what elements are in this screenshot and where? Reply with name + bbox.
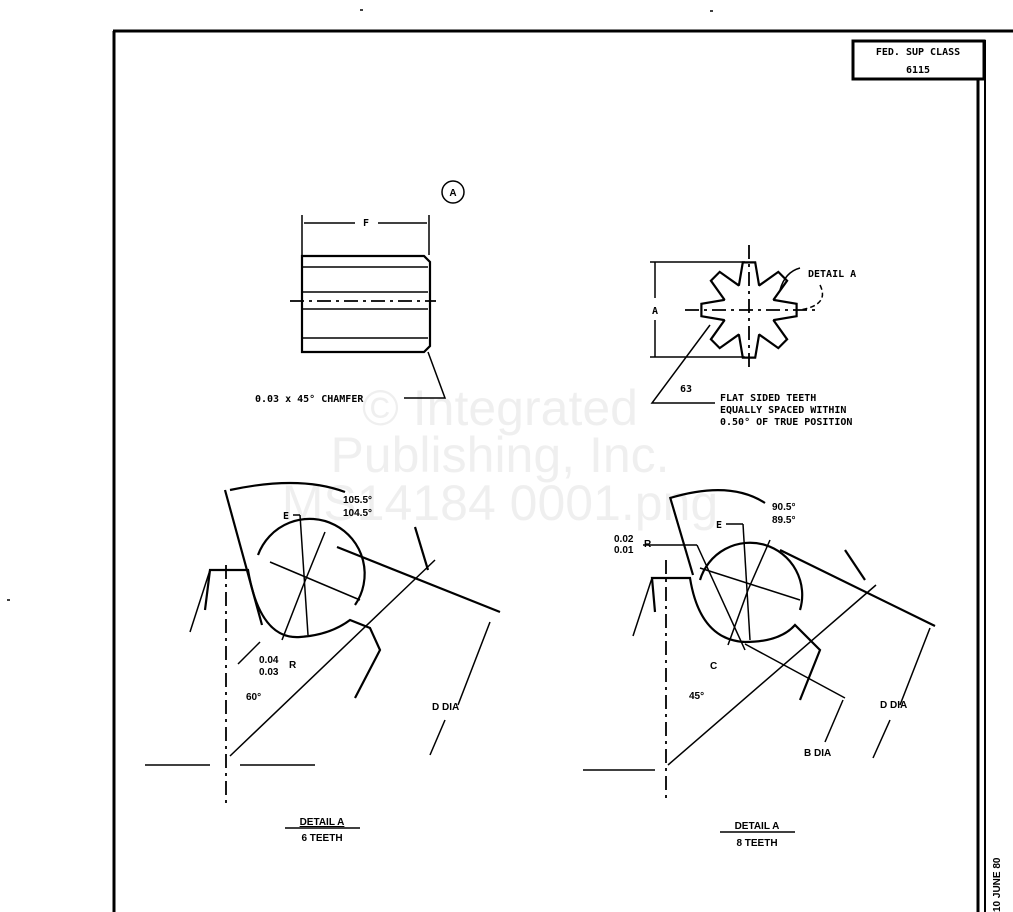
title-block: FED. SUP CLASS 6115 [851, 39, 986, 81]
angle-min-left: 104.5° [343, 508, 372, 519]
note-line-3: 0.50° OF TRUE POSITION [720, 417, 852, 428]
radius-suffix-left: R [289, 660, 297, 671]
title-block-class-number: 6115 [906, 65, 930, 76]
label-e-left: E [283, 511, 289, 522]
angle-left: 60° [246, 692, 261, 703]
angle-min-right: 89.5° [772, 515, 795, 526]
gear-outline [700, 261, 798, 359]
angle-max-right: 90.5° [772, 502, 795, 513]
side-date: 10 JUNE 80 [992, 857, 1003, 912]
detail-a-6-teeth: E 105.5° 104.5° 0.04 0.03 R 60° D DIA DE… [145, 481, 501, 844]
view-marker: A [449, 188, 456, 199]
radius-max-right: 0.02 [614, 534, 634, 545]
label-c: C [710, 661, 717, 672]
svg-text:© Integrated: © Integrated [362, 380, 638, 436]
dia-d-left: D DIA [432, 702, 459, 713]
angle-right: 45° [689, 691, 704, 702]
dim-a: A [652, 306, 658, 317]
caption-sub-right: 8 TEETH [736, 838, 777, 849]
title-block-class-label: FED. SUP CLASS [876, 47, 960, 58]
side-view-a: A F 0.03 x 45° CHAMFER [255, 180, 465, 405]
radius-suffix-right: R [644, 539, 652, 550]
svg-text:MS14184 0001.png: MS14184 0001.png [282, 475, 718, 531]
dia-d-right: D DIA [880, 700, 907, 711]
note-line-2: EQUALLY SPACED WITHIN [720, 405, 846, 416]
detail-a-reference: DETAIL A [808, 269, 856, 280]
detail-a-8-teeth: E 90.5° 89.5° 0.02 0.01 R C 45° B DIA D … [583, 489, 936, 849]
caption-title-left: DETAIL A [300, 817, 345, 828]
surface-finish: 63 [680, 384, 692, 395]
end-view-gear: A DETAIL A 63 FLAT SIDED TEETH EQUALLY S… [650, 245, 856, 428]
dia-b-right: B DIA [804, 748, 831, 759]
label-e-right: E [716, 520, 722, 531]
radius-min-right: 0.01 [614, 545, 634, 556]
chamfer-note: 0.03 x 45° CHAMFER [255, 394, 364, 405]
svg-text:Publishing, Inc.: Publishing, Inc. [330, 427, 669, 483]
radius-max-left: 0.04 [259, 655, 279, 666]
note-line-1: FLAT SIDED TEETH [720, 393, 816, 404]
sheet-border [7, 9, 1013, 912]
caption-title-right: DETAIL A [735, 821, 780, 832]
dim-f: F [363, 218, 369, 229]
angle-max-left: 105.5° [343, 495, 372, 506]
radius-min-left: 0.03 [259, 667, 279, 678]
watermark: © Integrated Publishing, Inc. MS14184 00… [282, 380, 718, 531]
caption-sub-left: 6 TEETH [301, 833, 342, 844]
